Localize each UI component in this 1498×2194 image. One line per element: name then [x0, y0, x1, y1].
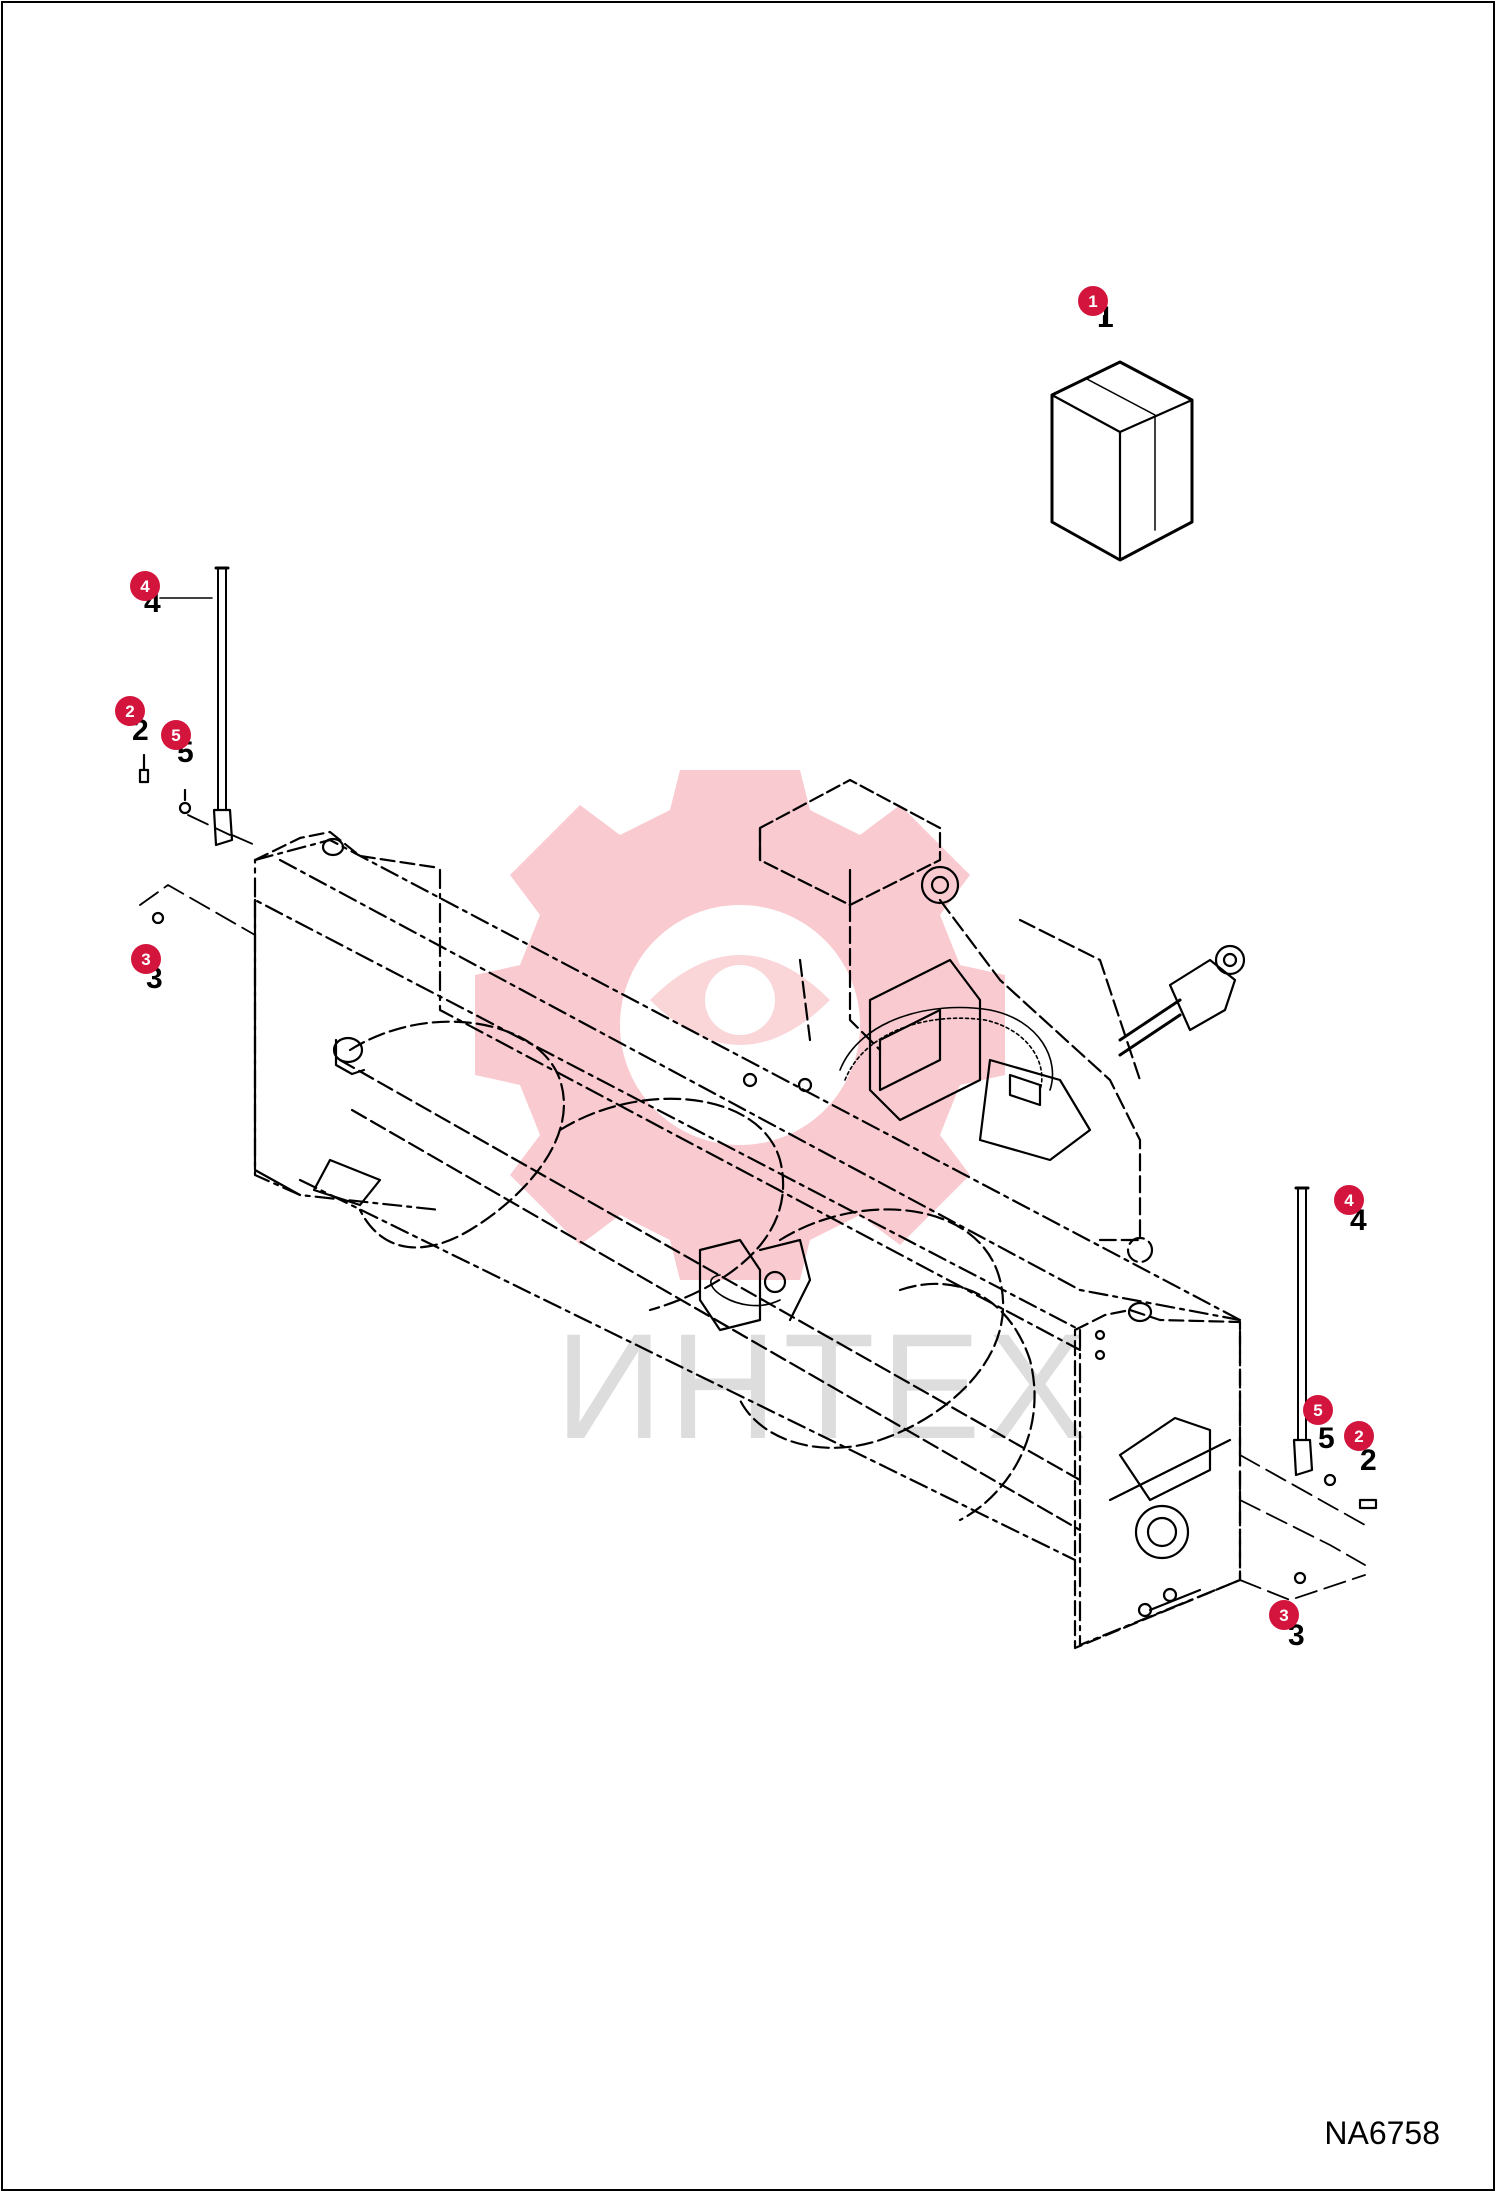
callout-3[interactable]: 3	[131, 944, 161, 974]
nut-right	[1293, 1571, 1307, 1585]
leader-lines-left	[139, 814, 256, 936]
auger	[338, 1020, 1082, 1532]
leader-number-5: 5	[1318, 1422, 1335, 1455]
callout-5[interactable]: 5	[1303, 1395, 1333, 1425]
callout-4[interactable]: 4	[130, 571, 160, 601]
callout-4[interactable]: 4	[1334, 1185, 1364, 1215]
svg-text:4: 4	[140, 577, 150, 596]
svg-text:2: 2	[125, 702, 134, 721]
bolt-right	[1358, 1498, 1378, 1510]
left-side-plate	[253, 830, 442, 1197]
callout-3[interactable]: 3	[1269, 1600, 1299, 1630]
housing-studs	[742, 1072, 1106, 1361]
washer-right	[1323, 1473, 1337, 1487]
drawing-number: NA6758	[1324, 2115, 1440, 2151]
pto-driveshaft	[1118, 944, 1246, 1057]
marker-rod-right	[1292, 1186, 1314, 1477]
leader-lines-right	[1239, 1454, 1366, 1601]
svg-text:4: 4	[1344, 1191, 1354, 1210]
nut-left	[151, 911, 165, 925]
callout-1[interactable]: 1	[1078, 286, 1108, 316]
right-side-plate	[1073, 1301, 1242, 1650]
svg-text:1: 1	[1088, 292, 1097, 311]
kit-box	[1050, 314, 1194, 562]
snowblower-housing	[253, 838, 1242, 1647]
callouts: 1 4 2 5 3 4 5 2	[115, 286, 1374, 1630]
leader-numbers: 1 4 2 5 3 4 5 2 3	[132, 301, 1377, 1652]
callout-5[interactable]: 5	[161, 720, 191, 750]
svg-text:5: 5	[171, 726, 180, 745]
svg-text:3: 3	[1279, 1606, 1288, 1625]
hydraulic-couplers	[698, 1238, 812, 1332]
ring-gear	[839, 1006, 1054, 1091]
chute-frame	[798, 898, 1154, 1264]
washer-left	[178, 788, 192, 815]
gearbox	[758, 778, 1092, 1162]
svg-text:3: 3	[141, 950, 150, 969]
svg-text:5: 5	[1313, 1401, 1322, 1420]
bolt-left	[138, 753, 150, 784]
watermark-text: ИНТЕХ	[555, 1302, 1093, 1470]
svg-text:2: 2	[1354, 1427, 1363, 1446]
leader-number-2: 2	[1360, 1444, 1377, 1477]
callout-2[interactable]: 2	[1344, 1421, 1374, 1451]
callout-2[interactable]: 2	[115, 696, 145, 726]
auger-shaft-end	[312, 1036, 382, 1207]
gear-icon	[475, 770, 1005, 1280]
marker-rod-left	[159, 566, 234, 847]
